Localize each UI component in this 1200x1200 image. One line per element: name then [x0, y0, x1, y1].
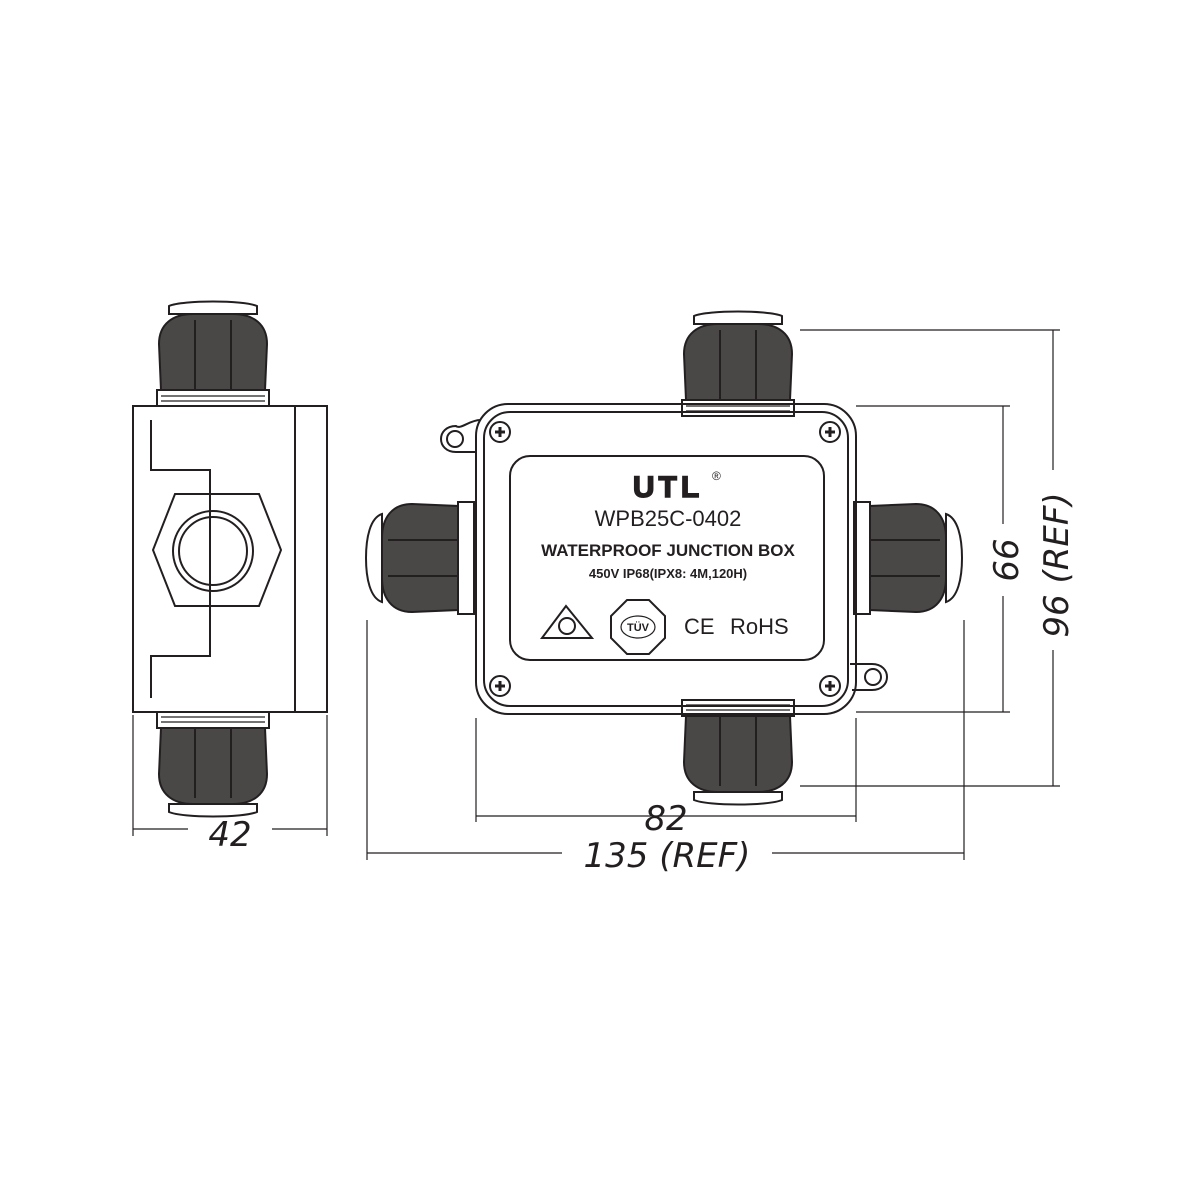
tuv-label: TÜV [627, 621, 650, 634]
side-lid [294, 405, 328, 713]
rating-text: 450V IP68(IPX8: 4M,120H) [589, 566, 747, 581]
mount-ear-left [440, 419, 481, 453]
front-view: UTL ® WPB25C-0402 WATERPROOF JUNCTION BO… [365, 310, 963, 806]
side-bottom-gland [156, 711, 270, 818]
screw-icon [488, 674, 512, 698]
bottom-gland [681, 699, 795, 806]
screw-icon [818, 420, 842, 444]
brand-logo: UTL [633, 471, 703, 504]
label-plate [509, 455, 825, 661]
enclosure-outline [475, 403, 857, 715]
ce-mark: CE [684, 614, 715, 639]
product-name: WATERPROOF JUNCTION BOX [541, 541, 795, 560]
mount-ear-right [850, 663, 888, 691]
dim-overall-height: 96 (REF) [1037, 492, 1077, 637]
side-hex-nut [151, 493, 283, 607]
side-top-gland [156, 300, 270, 407]
dimensions: 42 82 135 (REF) 66 96 (REF) [132, 329, 1077, 876]
dim-overall-width: 135 (REF) [584, 836, 751, 876]
left-gland [365, 501, 475, 615]
rcm-mark-icon [540, 604, 595, 639]
tuv-badge-icon [610, 599, 666, 655]
model-number: WPB25C-0402 [595, 506, 742, 531]
top-gland [681, 310, 795, 417]
screw-icon [488, 420, 512, 444]
dim-box-width: 82 [644, 799, 687, 839]
dim-box-height: 66 [987, 538, 1027, 581]
right-gland [853, 501, 963, 615]
side-view [132, 300, 328, 818]
dim-side-width: 42 [208, 815, 251, 855]
screw-icon [818, 674, 842, 698]
registered-mark: ® [712, 469, 721, 483]
rohs-mark: RoHS [730, 614, 789, 639]
